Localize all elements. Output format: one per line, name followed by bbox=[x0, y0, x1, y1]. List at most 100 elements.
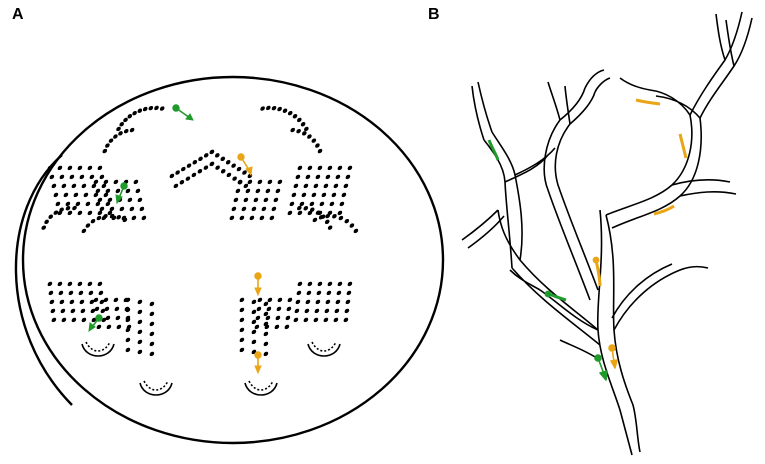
sensillum-dot bbox=[107, 197, 113, 203]
sensillum-dot bbox=[271, 105, 277, 111]
sensillum-dot bbox=[269, 215, 275, 221]
sensillum-dot bbox=[73, 192, 79, 198]
branch bbox=[461, 209, 505, 249]
left-arc bbox=[14, 154, 73, 406]
sensillum-dot bbox=[105, 201, 111, 207]
sensillum-dot bbox=[51, 317, 57, 323]
sensillum-dot bbox=[116, 215, 122, 220]
sensillum-dot bbox=[105, 188, 111, 194]
sensillum-dot bbox=[209, 149, 215, 155]
sensillum-dot bbox=[77, 165, 83, 171]
sensillum-dot bbox=[277, 297, 283, 303]
sensillum-dot bbox=[69, 174, 75, 180]
sensillum-dot bbox=[191, 172, 197, 178]
sensillum-dot bbox=[215, 165, 220, 170]
sensillum-dot bbox=[106, 324, 112, 330]
sensillum-dot bbox=[251, 339, 257, 345]
panel-label-b: B bbox=[428, 6, 440, 23]
sensillum-dot bbox=[139, 206, 145, 212]
sensillum-dot bbox=[103, 192, 109, 198]
sensillum-dot bbox=[60, 308, 66, 314]
sensillum-dot bbox=[87, 165, 93, 171]
sensillum-dot bbox=[179, 180, 185, 185]
sensillum-dot bbox=[239, 307, 245, 313]
sensillum-dot bbox=[99, 174, 105, 180]
sensillum-dot bbox=[297, 117, 302, 123]
sensillum-dot bbox=[265, 188, 271, 194]
sensillum-dot bbox=[192, 160, 198, 165]
sensillum-dot bbox=[133, 179, 139, 185]
sensillum-dot bbox=[81, 317, 87, 323]
panel-label-a: A bbox=[12, 6, 24, 23]
sensillum-dot bbox=[69, 299, 75, 305]
sensillum-dot bbox=[169, 173, 175, 179]
sensillum-dot bbox=[316, 290, 322, 296]
sensillum-dot bbox=[343, 183, 349, 189]
orange-marker bbox=[254, 272, 262, 297]
sensillum-dot bbox=[61, 317, 67, 323]
sensillum-dot bbox=[293, 183, 299, 189]
sensillum-dot bbox=[296, 128, 301, 134]
sensillum-dot bbox=[90, 218, 96, 224]
sensillum-dot bbox=[95, 201, 101, 207]
sensillum-dot bbox=[137, 197, 143, 203]
sensillum-dot bbox=[263, 331, 269, 337]
sensillum-dot bbox=[349, 223, 355, 228]
sensillum-dot bbox=[301, 192, 307, 198]
sensillum-dot bbox=[253, 197, 259, 203]
sensillum-dot bbox=[94, 306, 100, 312]
sensillum-dot bbox=[257, 179, 263, 185]
sensillum-dot bbox=[239, 317, 245, 323]
sensillum-dot bbox=[266, 105, 271, 111]
sensillum-dot bbox=[255, 315, 261, 321]
sensillum-dot bbox=[137, 329, 143, 335]
sensillum-dot bbox=[91, 183, 97, 189]
sensillum-dot bbox=[99, 299, 105, 305]
sensillum-dot bbox=[338, 215, 344, 221]
sensillum-dot bbox=[259, 215, 265, 221]
branch bbox=[559, 339, 601, 361]
sensillum-dot bbox=[203, 153, 209, 158]
sensillum-dot bbox=[235, 188, 241, 194]
branch bbox=[471, 81, 493, 141]
sensillum-dot bbox=[87, 210, 93, 216]
sensillum-dot bbox=[71, 317, 77, 323]
sensillum-dot bbox=[326, 290, 332, 296]
sensillum-dot bbox=[327, 225, 333, 230]
sensillum-dot bbox=[239, 297, 245, 303]
sensillum-dot bbox=[277, 106, 282, 112]
sensillum-dot bbox=[236, 166, 242, 172]
sensillum-dot bbox=[47, 281, 53, 287]
sensillum-dot bbox=[229, 215, 235, 221]
sensillum-dot bbox=[251, 329, 257, 335]
sensillum-dot bbox=[99, 206, 105, 212]
sensillum-dot bbox=[51, 183, 57, 189]
sensillum-dot bbox=[149, 311, 155, 317]
sensillum-dot bbox=[104, 306, 110, 312]
sensillum-dot bbox=[118, 131, 123, 136]
sensillum-dot bbox=[345, 299, 351, 305]
sensillum-dot bbox=[142, 106, 148, 112]
sensillum-dot bbox=[274, 324, 280, 330]
sensillum-dot bbox=[315, 143, 320, 148]
orange-marker bbox=[237, 153, 253, 177]
sensillum-dot bbox=[251, 309, 257, 315]
sensillum-dot bbox=[339, 201, 345, 207]
sensillum-dot bbox=[85, 223, 91, 228]
sensillum-dot bbox=[232, 176, 237, 181]
sensillum-dot bbox=[329, 201, 335, 207]
sensillum-dot bbox=[109, 206, 115, 212]
sensilla-pattern bbox=[41, 105, 359, 357]
panel-b bbox=[461, 11, 753, 456]
green-marker bbox=[115, 182, 128, 205]
sensillum-dot bbox=[132, 110, 137, 116]
sensillum-dot bbox=[261, 206, 267, 212]
sensillum-dot bbox=[103, 297, 109, 303]
sensillum-dot bbox=[324, 308, 330, 314]
sensillum-dot bbox=[44, 219, 49, 225]
sensillum-dot bbox=[255, 188, 261, 194]
segment-outline bbox=[21, 75, 445, 445]
sensillum-dot bbox=[267, 179, 273, 185]
sensillum-dot bbox=[72, 205, 77, 211]
sensillum-dot bbox=[297, 281, 303, 287]
